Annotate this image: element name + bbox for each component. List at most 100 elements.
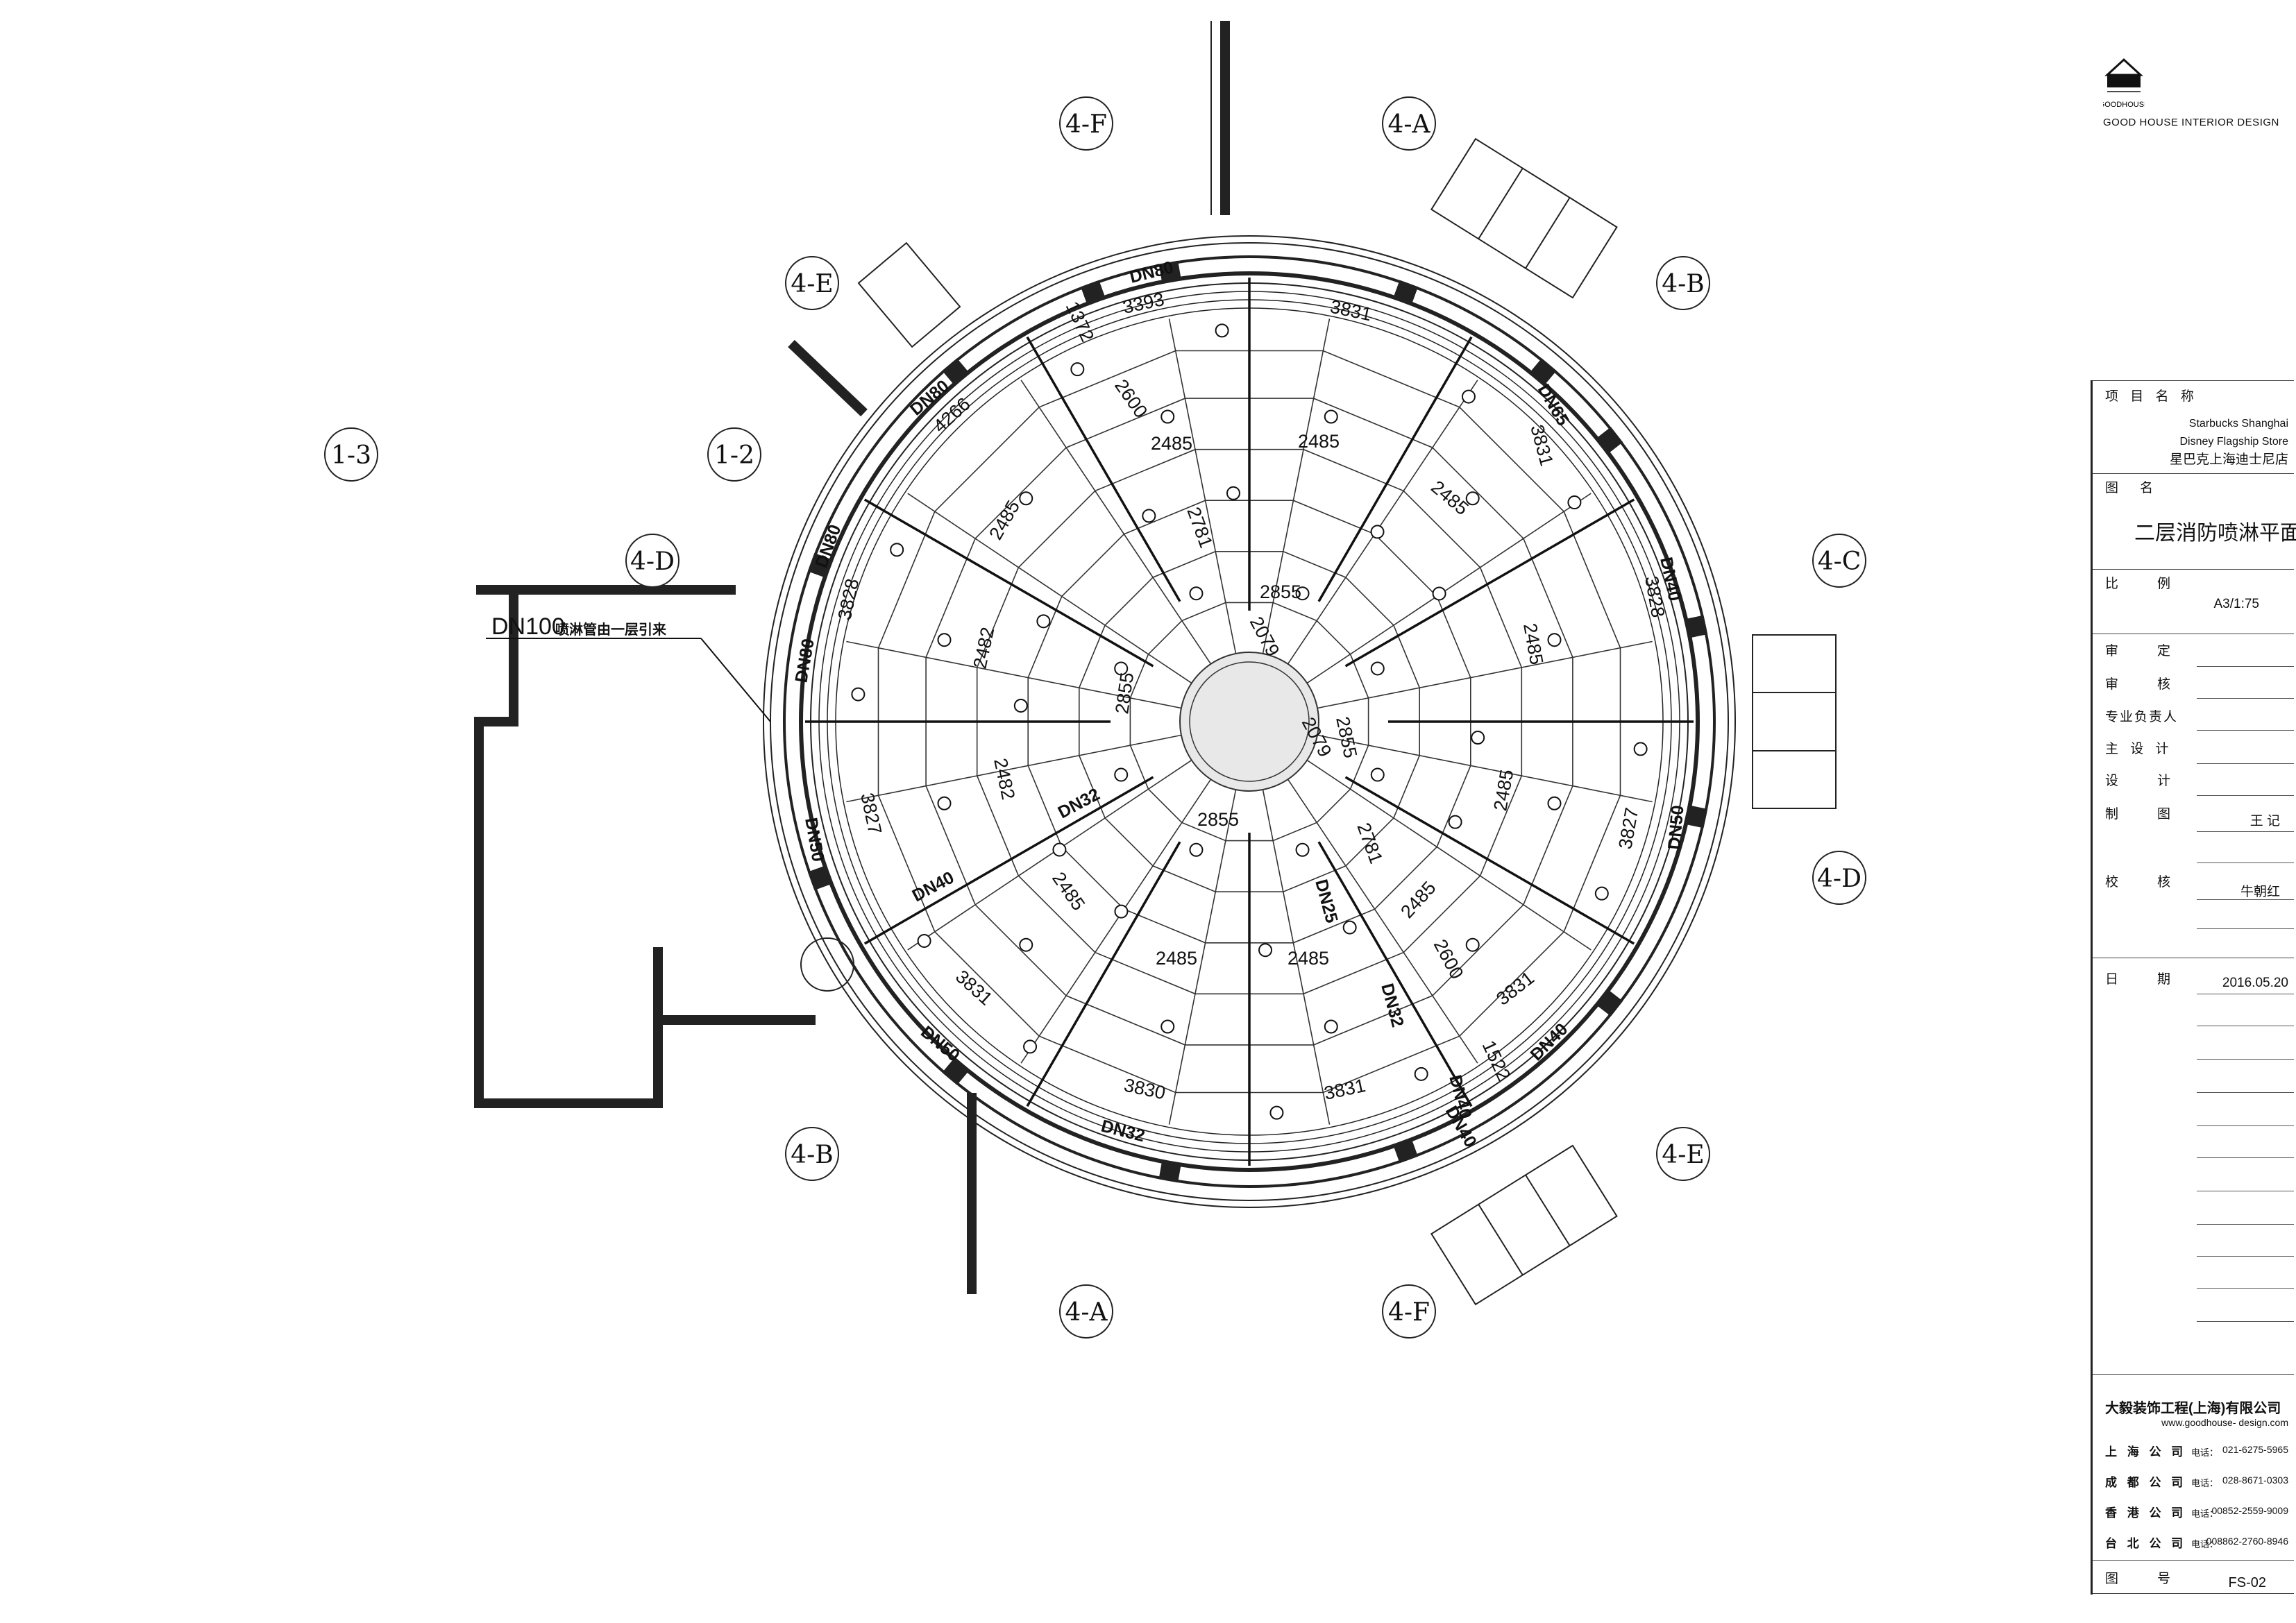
axis-bubbles: 4-F 4-A 4-E 4-B 1-3 1-2 4-D 4-C 4-D 4-B … [324,96,1866,1339]
logo-text: GOOD HOUSE INTERIOR DESIGN [2103,117,2279,128]
sprinkler-head-icon [1023,1039,1038,1054]
svg-text:4-C: 4-C [1818,547,1862,576]
sign-line [2197,928,2294,929]
office-tel: 021-6275-5965 [2222,1444,2288,1455]
sign-line [2197,1059,2294,1060]
pipe-label: DN25 [1311,877,1342,925]
sprinkler-head-icon [1160,1019,1175,1034]
dim-label: 2781 [1183,504,1217,551]
axis-bubble: 4-F [1059,96,1113,151]
wall-column [1393,280,1418,305]
sprinkler-head-icon [1019,491,1033,506]
checker-value: 牛朝红 [2240,885,2280,899]
wall-column [942,358,970,386]
sign-line [2197,899,2294,900]
sign-line [2197,698,2294,699]
svg-text:4-A: 4-A [1065,1298,1108,1327]
grid-radial [1317,734,1653,803]
office-name: 上 海 公 司 [2105,1445,2187,1459]
wall-column [1158,260,1181,284]
axis-bubble: 4-F [1382,1284,1436,1339]
sprinkler-head-icon [1142,509,1156,523]
pipe-label: DN32 [1055,785,1104,823]
review-label: 审 核 [2105,677,2175,692]
sprinkler-head-icon [1414,1067,1428,1081]
sprinkler-head-icon [917,933,931,948]
axis-bubble: 4-E [785,256,839,310]
svg-text:1-2: 1-2 [714,441,754,470]
grid-radial [1287,380,1478,665]
dim-label: 3831 [1328,296,1374,325]
pipe-label: DN40 [909,868,958,906]
sign-line [2197,1321,2294,1322]
sprinkler-head-icon [1052,842,1067,857]
wall-column [1393,1138,1418,1164]
wall-column [807,865,833,890]
dim-label: 2855 [1260,581,1301,602]
office-name: 台 北 公 司 [2105,1537,2187,1550]
dim-label: 2855 [1332,715,1361,760]
dim-label: 3827 [856,791,886,836]
dim-label: 3830 [1122,1075,1167,1104]
office-name: 成 都 公 司 [2105,1476,2187,1489]
sprinkler-heads [851,323,1648,1120]
sprinkler-head-icon [1465,491,1480,506]
wall-columns [807,260,1708,1183]
sprinkler-head-icon [1114,767,1129,782]
dim-label: 3831 [1322,1075,1367,1104]
project-name-cn: 星巴克上海迪士尼店 [2169,452,2288,467]
branch-pipe [1026,841,1181,1107]
grid-radial [1287,779,1478,1064]
center-core [1179,652,1319,792]
dim-label: 2485 [1489,768,1517,813]
office-tel: 00852-2559-9009 [2211,1505,2288,1516]
sign-line [2197,730,2294,731]
axis-bubble: 4-B [785,1127,839,1181]
svg-text:4-F: 4-F [1065,110,1107,139]
dim-label: 2482 [990,756,1019,801]
sprinkler-head-icon [1324,409,1338,424]
sprinkler-head-icon [1567,495,1582,510]
sprinkler-head-icon [1370,767,1385,782]
rule [2093,1374,2294,1375]
sprinkler-pipes [805,278,1694,1166]
lead-label: 专业负责人 [2105,710,2179,724]
grid-radial [1262,318,1331,654]
designer-label: 设 计 [2105,774,2175,788]
wall-column [1685,805,1708,829]
sprinkler-head-icon [1215,323,1229,338]
dim-label: 2485 [1156,948,1197,969]
branch-pipe [1344,776,1635,945]
sprinkler-head-icon [1036,614,1051,629]
sprinkler-head-icon [1295,842,1310,857]
pipe-label: DN80 [791,637,818,684]
sprinkler-floor-plan: DN100 喷淋管由一层引来 4-F 4-A 4-E 4-B 1-3 1-2 4… [324,21,1866,1339]
grid-radial [1306,759,1592,951]
grid-radial [1020,380,1212,665]
date-label: 日 期 [2105,972,2175,987]
wall-column [942,1057,970,1085]
dim-label: 2485 [985,497,1024,543]
wall-column [1595,989,1623,1017]
sprinkler-head-icon [1070,362,1085,377]
sprinkler-head-icon [1547,633,1562,647]
dim-label: 3831 [1492,967,1538,1010]
rule [2093,569,2294,570]
dim-label: 2485 [1427,477,1472,520]
dim-label: 2781 [1353,820,1387,867]
svg-text:4-A: 4-A [1387,110,1430,139]
dim-label: 3828 [834,577,863,622]
drafter-value: 王 记 [2249,814,2280,829]
sprinkler-head-icon [1465,937,1480,952]
dim-label: 1522 [1478,1037,1515,1084]
branch-pipe [863,776,1154,945]
sprinkler-head-icon [1432,586,1446,601]
scale-value: A3/1:75 [2213,597,2260,611]
dim-label: 3831 [952,966,997,1009]
annex-walls [474,21,1230,1294]
sign-line [2197,1224,2294,1225]
svg-text:4-B: 4-B [791,1141,834,1169]
sprinkler-head-icon [1269,1105,1284,1120]
sign-line [2197,1157,2294,1158]
scale-label: 比 例 [2105,577,2175,591]
